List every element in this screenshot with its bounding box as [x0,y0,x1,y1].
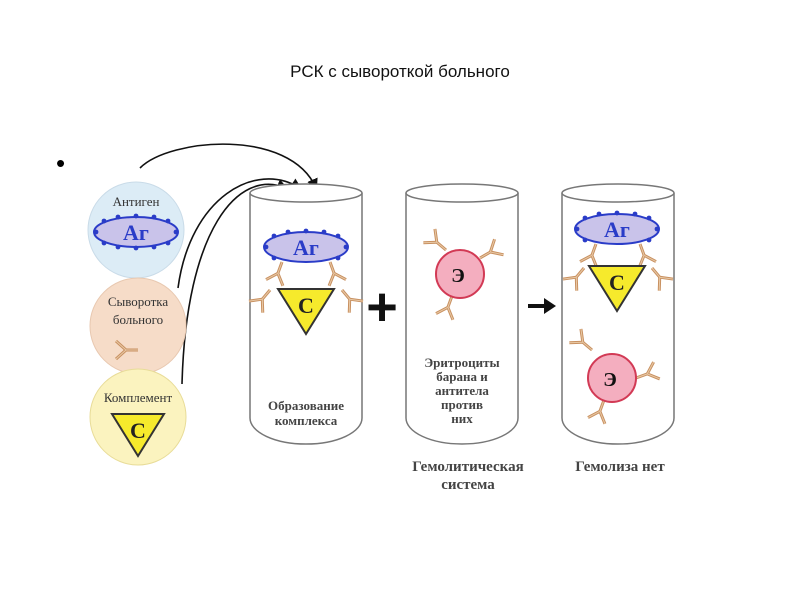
hemolytic-system-label-line2: система [441,477,495,493]
tube1-antigen-symbol: Аг [293,235,319,260]
tube3-erythrocyte-symbol: Э [603,369,617,391]
tube2-erythrocyte-symbol: Э [451,265,465,287]
complement-component: Комплемент С [89,368,187,466]
arrow-icon [528,298,556,314]
tube-2: Э Эритроциты барана и антитела против ни… [405,183,519,445]
antigen-component: Антиген Аг [87,181,185,279]
slide-title: РСК с сывороткой больного [290,62,510,81]
tube1-complement-symbol: С [298,293,314,318]
tube3-complement-symbol: С [609,270,625,295]
tube1-caption-line2: комплекса [275,413,338,428]
tube1-caption-line1: Образование [268,398,344,413]
serum-component: Сыворотка больного [89,277,187,375]
tube2-caption-line1: Эритроциты [424,355,499,370]
no-hemolysis-label: Гемолиза нет [575,459,665,475]
bullet-point: • [56,148,66,178]
antigen-label: Антиген [113,194,160,209]
complement-symbol: С [130,418,146,443]
tube2-caption-line3: антитела [435,383,489,398]
tube2-caption-line5: них [451,411,473,426]
tube2-caption-line2: барана и [436,369,488,384]
tube-3: Аг С Э [561,183,675,445]
tube-1: Аг С Образование комплекса [247,183,365,445]
hemolytic-system-label-line1: Гемолитическая [412,459,523,475]
tube3-antigen-symbol: Аг [604,217,630,242]
tube2-caption-line4: против [441,397,483,412]
complement-label: Комплемент [104,390,173,405]
plus-sign: + [366,277,398,337]
serum-label-line2: больного [113,312,163,327]
antigen-symbol: Аг [123,220,149,245]
serum-label-line1: Сыворотка [108,294,169,309]
